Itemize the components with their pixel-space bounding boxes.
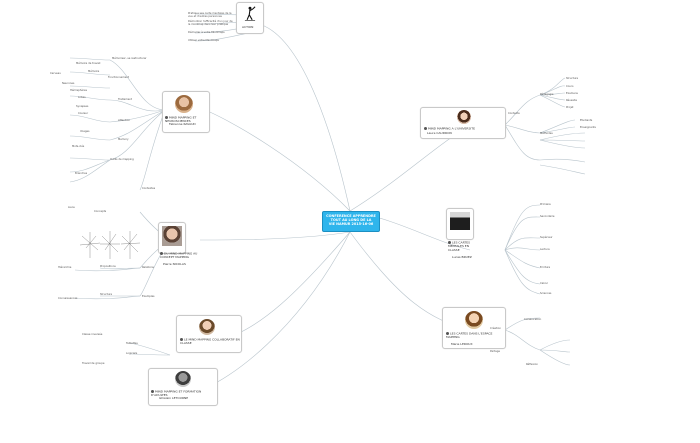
right-top-item-1: Contexte [508,112,520,115]
left-top-item-1: Mémoriser, se restructurer [112,57,147,60]
mind-map-links [69,13,586,391]
presenter-photo [457,110,471,124]
presenter-bullet-icon [165,116,168,119]
presenter-bullet-icon [160,252,163,255]
central-topic[interactable]: CONFERENCE APPRENDRE TOUT AU LONG DE LA … [322,211,380,232]
left-top-item-4: Traitement [118,98,132,101]
right-mid-item-5: Ecriture [540,266,551,269]
left-top-note-3: Neurones [62,82,75,85]
left-bottom-item-2: Logiciels [126,352,138,355]
presenter-title: MIND MAPPING ET FORMATION D'ADULTES [151,389,202,398]
left-top-item-3: Fonctionnement [108,76,130,79]
presenter-node-espace[interactable]: LES CARTES DANS L'ESPACE MAPPING Marie L… [442,307,506,349]
left-mid-item-5: Hiérarchie [58,266,72,269]
action-item-3: Démarrer à votre Mindmaps [188,31,225,34]
left-top-note-7: Couleur [78,112,89,115]
left-top-note-6: Synapses [76,105,89,108]
action-caption: ACTION [242,25,254,29]
golfer-icon [244,6,256,21]
right-bottom-item-4: Réflexion [526,363,538,366]
left-top-note-4: Hémisphères [70,89,87,92]
central-topic-line-1: CONFERENCE APPRENDRE [326,214,376,218]
right-mid-item-6: Calcul [540,282,548,285]
left-top-note-2: Cerveau [50,72,61,75]
presenter-name-classe: Lucas BRUEZ [452,255,472,259]
left-bottom-item-4: Travail de groupe [82,362,105,365]
presenter-bullet-icon [448,241,451,244]
left-mid-item-7: Structure [100,293,113,296]
presenter-title: MIND MAPPING ET NEUROSCIENCES [165,115,197,124]
left-mid-item-8: Connaissances [58,297,78,300]
presenter-title: LE MIND MAPPING COLLABORATIF EN CLASSE [180,337,240,346]
left-top-item-2: Mémoire [88,70,100,73]
left-top-item-6: Memory [118,138,129,141]
presenter-name-concept: Pierre NICOLAS [163,262,186,266]
presenter-name: Fabienne RAVAUD [169,122,196,126]
left-top-note-5: Lobes [78,96,86,99]
presenter-bullet-icon [446,332,449,335]
presenter-photo [175,371,191,387]
presenter-node-concept[interactable] [158,222,186,254]
presenter-name: Laure CAUDRON [427,131,452,135]
presenter-photo [175,95,193,113]
right-top-item-6: Réussite [566,99,577,102]
left-top-note-10: Branches [75,172,88,175]
right-top-item-3: Structure [566,77,579,80]
left-mid-item-4: Propositions [100,265,116,268]
concept-map-illustration [79,231,141,259]
right-top-item-2: Pédagogie [540,93,554,96]
right-bottom-item-2: Partage [490,350,500,353]
presenter-title: MIND MAPPING A L'UNIVERSITE [424,127,504,131]
left-top-item-5: Attention [118,119,130,122]
presenter-node-collaboratif[interactable]: LE MIND MAPPING COLLABORATIF EN CLASSE [176,315,242,353]
right-mid-item-3: Supérieur [540,236,553,239]
presenter-title: LES CARTES DANS L'ESPACE MAPPING [446,331,493,340]
left-top-note-8: Images [80,130,90,133]
presenter-photo [465,311,483,329]
right-bottom-item-1: Création [490,327,501,330]
right-top-item-10: Enseignants [580,126,596,129]
left-mid-item-6: Exemples [142,295,155,298]
left-top-item-8: Contextes [142,187,156,190]
left-top-note-1: Mémoire de travail [76,62,101,65]
right-top-item-9: Etudiants [580,119,593,122]
action-node[interactable]: ACTION [236,2,264,34]
presenter-title-classe: LES CARTES MENTALES EN CLASSE [448,240,471,252]
right-bottom-item-3: Collaboration [524,318,542,321]
presenter-bullet-icon [180,338,183,341]
right-mid-item-4: Lecture [540,248,550,251]
central-topic-line-2: TOUT AU LONG DE LA [330,218,372,222]
right-top-item-4: Cours [566,85,574,88]
action-item-4: Utiliser votre Mindmaps [188,39,219,42]
presenter-bullet-icon [424,127,427,130]
right-top-item-8: Méthodes [540,132,553,135]
action-item-2: Démontrer l'efficacité d'un jour de la m… [188,20,233,27]
presenter-name: Ghislain LETOURNE [159,396,189,400]
presenter-node-adultes[interactable]: MIND MAPPING ET FORMATION D'ADULTES Ghis… [148,368,218,406]
right-mid-item-7: Sciences [540,292,552,295]
central-topic-line-3: VIE NAMUR 2015-16-06 [328,222,374,226]
presenter-photo [450,212,470,230]
presenter-photo [162,226,182,246]
left-mid-item-2: Liens [68,206,75,209]
right-mid-item-2: Secondaire [540,215,555,218]
presenter-name: Marie LEROUX [451,342,473,346]
right-mid-item-1: Primaire [540,203,551,206]
presenter-title-concept: DU MIND MAPPING AU CONCEPT MAPPING [160,251,198,260]
right-top-item-5: Examens [566,92,578,95]
right-top-item-7: Projet [566,106,574,109]
left-mid-item-1: Concepts [94,210,107,213]
presenter-node-classe[interactable] [446,208,474,240]
presenter-node-universite[interactable]: MIND MAPPING A L'UNIVERSITE Laure CAUDRO… [420,107,506,139]
left-bottom-item-1: Tablettes [126,342,138,345]
action-item-1: Pratique ses carte mentales de la vue et… [188,12,232,19]
presenter-node-neurosciences[interactable]: MIND MAPPING ET NEUROSCIENCES Fabienne R… [162,91,210,133]
presenter-bullet-icon [151,390,154,393]
left-bottom-item-3: Classe inversée [82,333,103,336]
left-mid-item-3: Relations [142,266,154,269]
left-top-item-7: Outils de mapping [110,158,134,161]
presenter-photo [199,319,215,335]
left-top-note-9: Mots-clés [72,145,85,148]
